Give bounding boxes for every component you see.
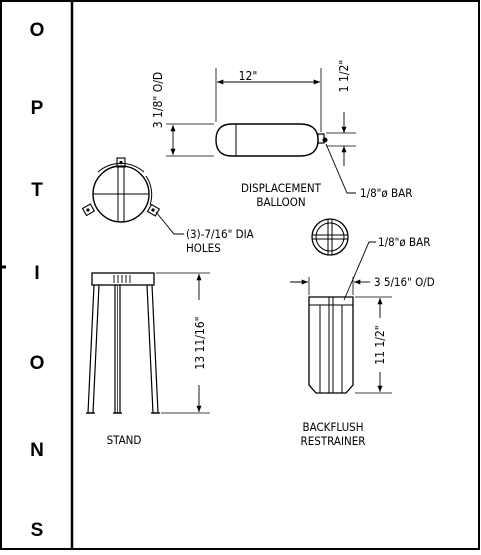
sidebar-letter-o2: O (29, 353, 45, 374)
sidebar-letter-t: T (31, 180, 43, 201)
balloon-label-line2: BALLOON (256, 195, 305, 209)
stand-label: STAND (107, 433, 142, 447)
restrainer-bar-leader (343, 241, 376, 301)
restrainer-label-line1: BACKFLUSH (302, 420, 363, 434)
holes-label-line2: HOLES (186, 241, 221, 255)
restrainer-bar-label: 1/8"ø BAR (378, 235, 430, 249)
sidebar-letter-p: P (30, 98, 44, 119)
sidebar-letter-n: N (30, 440, 44, 461)
balloon-diameter-label: 3 1/8" O/D (151, 72, 165, 129)
restrainer-label-line2: RESTRAINER (301, 434, 366, 448)
balloon-body (215, 123, 319, 157)
stand-leg-right (146, 284, 159, 414)
displacement-balloon (166, 68, 356, 194)
balloon-label-line1: DISPLACEMENT (241, 181, 322, 195)
balloon-bar-leader (325, 143, 356, 194)
restrainer-height-label: 11 1/2" (373, 325, 387, 365)
restrainer-top-outer (311, 218, 349, 256)
balloon-length-label: 12" (239, 69, 258, 83)
stand-leg-left (87, 284, 100, 414)
plate-lug-left (81, 203, 96, 217)
balloon-end-length-label: 1 1/2" (337, 60, 351, 93)
backflush-restrainer (290, 218, 392, 394)
holes-leader (155, 211, 184, 235)
plate-lug-right (146, 203, 161, 217)
balloon-bar-end (322, 137, 328, 143)
restrainer-diameter-label: 3 5/16" O/D (374, 275, 435, 289)
holes-label-line1: (3)-7/16" DIA (186, 227, 254, 241)
stand-height-label: 13 11/16" (193, 316, 207, 369)
stand-top-ring (91, 272, 155, 286)
plate-lug-top (116, 157, 126, 168)
sidebar-letter-o: O (29, 20, 45, 41)
stand-plate-top-view (81, 157, 184, 235)
sidebar-letter-s: S (30, 520, 44, 541)
balloon-bar-label: 1/8"ø BAR (360, 186, 412, 200)
restrainer-body (308, 296, 354, 394)
stand (86, 272, 210, 414)
sidebar-letter-i: I (34, 263, 40, 284)
